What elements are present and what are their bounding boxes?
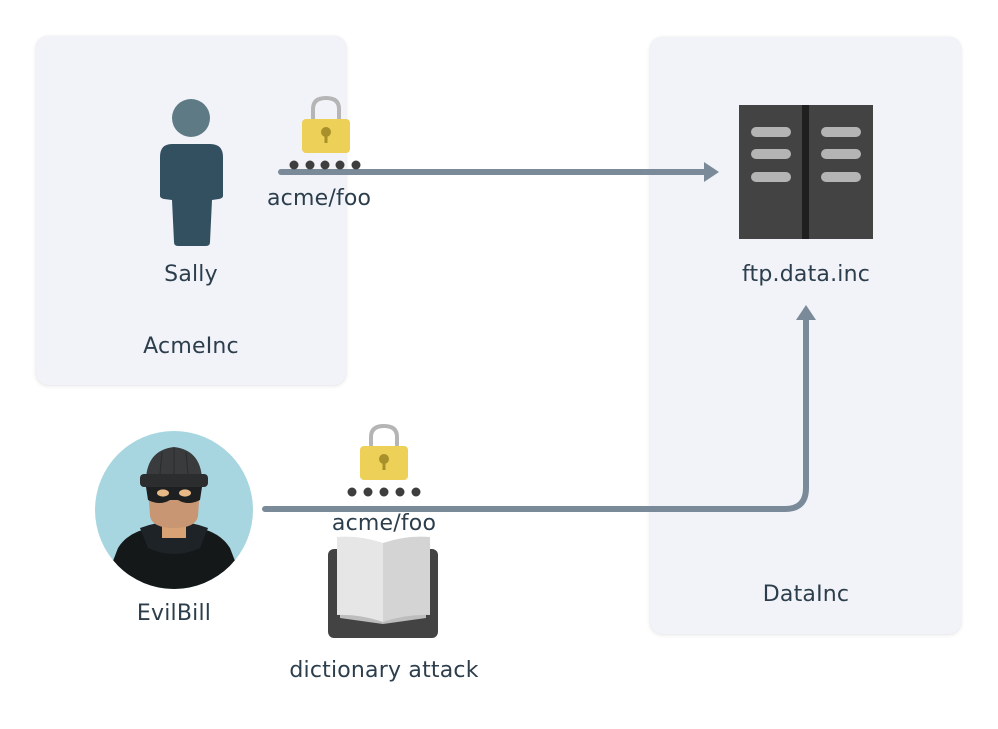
node-label-dictionary-attack: dictionary attack xyxy=(289,658,479,683)
burglar-avatar-icon xyxy=(95,431,253,589)
arrowhead-right-icon xyxy=(704,162,719,182)
padlock-icon xyxy=(360,423,408,480)
node-label-evilbill: EvilBill xyxy=(136,601,212,626)
node-label-sally: Sally xyxy=(164,262,218,287)
credential-label: acme/foo xyxy=(267,186,372,211)
group-label-datainc: DataInc xyxy=(762,582,850,607)
password-dots-icon xyxy=(289,160,361,170)
credential-label: acme/foo xyxy=(331,511,437,536)
arrowhead-up-icon xyxy=(796,305,816,320)
padlock-icon xyxy=(302,95,350,153)
edge-sally-to-server xyxy=(278,162,719,182)
group-label-acmeinc: AcmeInc xyxy=(143,334,239,359)
connector-line xyxy=(262,315,809,512)
server-icon xyxy=(739,105,873,239)
person-icon xyxy=(160,99,223,246)
password-dots-icon xyxy=(347,487,421,497)
edge-evilbill-to-server xyxy=(262,305,816,512)
node-label-server: ftp.data.inc xyxy=(741,262,871,287)
open-book-icon xyxy=(328,536,438,638)
